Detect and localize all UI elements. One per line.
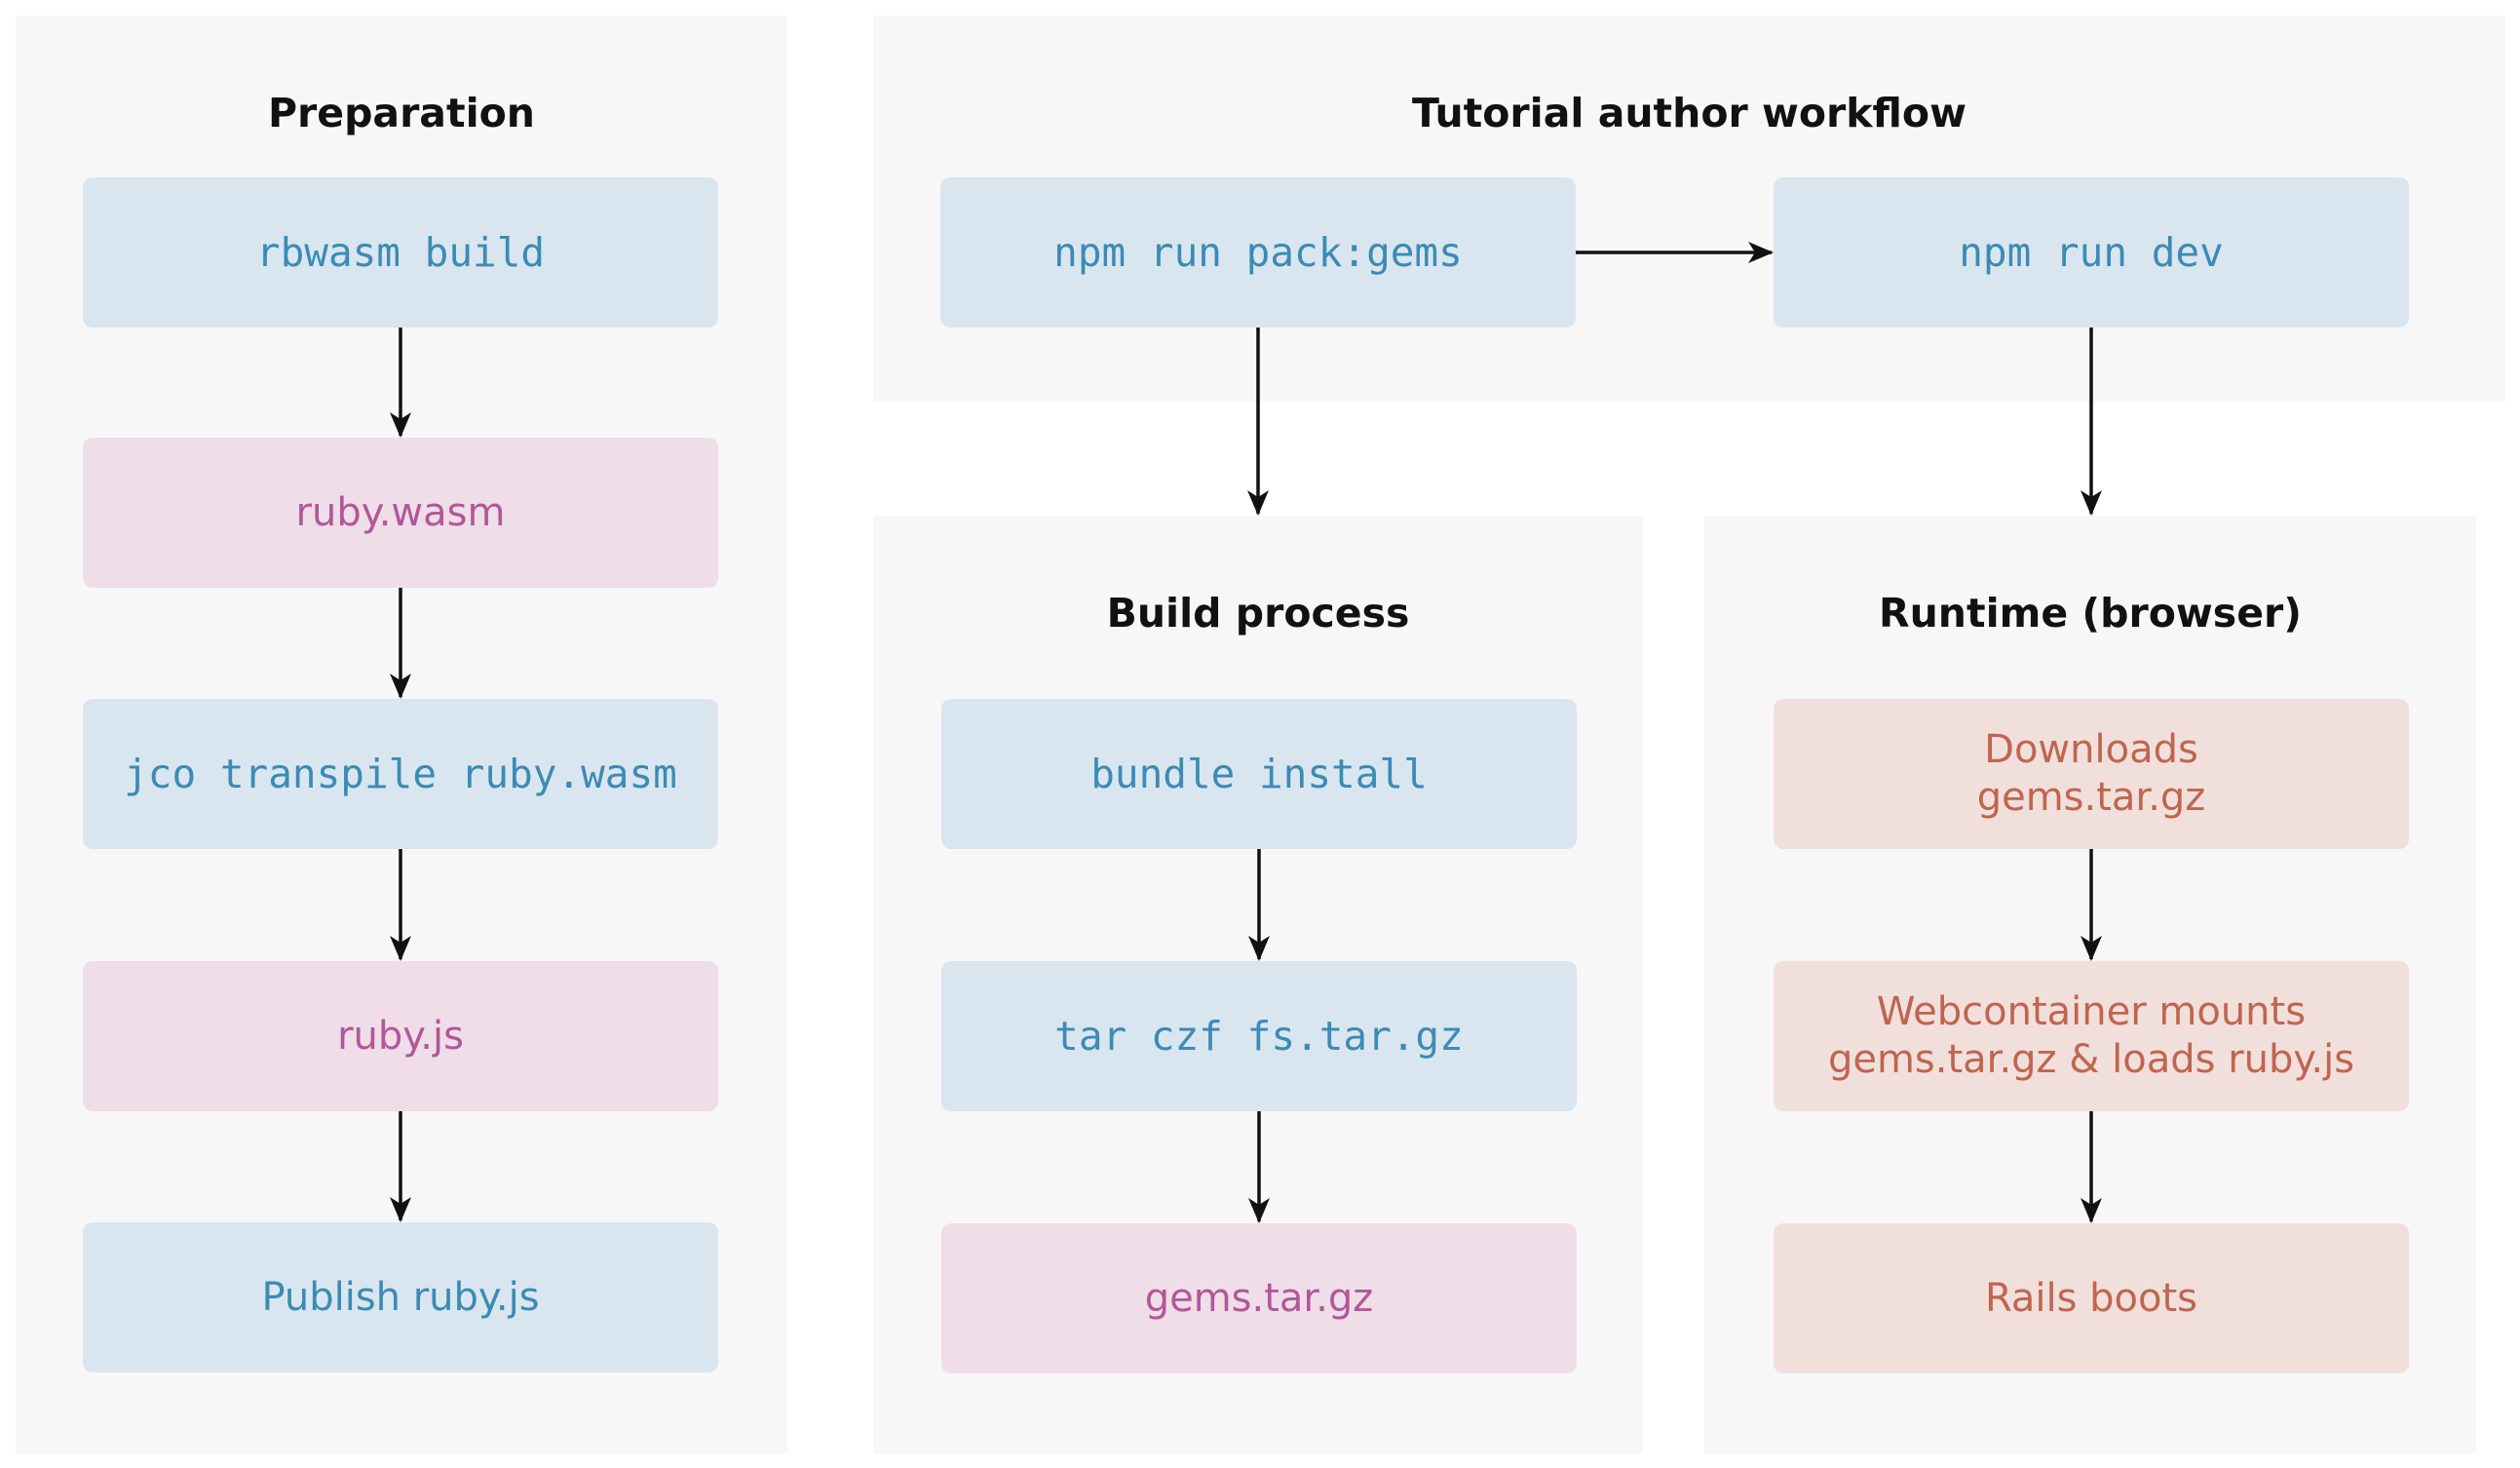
node-gems-tar-gz-label: gems.tar.gz: [1144, 1275, 1374, 1321]
node-webcontainer-mounts: Webcontainer mounts gems.tar.gz & loads …: [1774, 961, 2409, 1111]
node-bundle-install: bundle install: [941, 699, 1577, 849]
panel-title-build-process: Build process: [1106, 590, 1410, 637]
node-npm-run-pack-gems-label: npm run pack:gems: [1053, 228, 1463, 276]
node-rbwasm-build-label: rbwasm build: [255, 228, 546, 276]
node-ruby-js-label: ruby.js: [337, 1013, 464, 1059]
node-tar-czf-label: tar czf fs.tar.gz: [1054, 1012, 1464, 1060]
node-tar-czf: tar czf fs.tar.gz: [941, 961, 1577, 1111]
node-jco-transpile: jco transpile ruby.wasm: [83, 699, 718, 849]
node-downloads-gems-label: Downloads gems.tar.gz: [1976, 727, 2206, 820]
panel-title-runtime-browser: Runtime (browser): [1879, 590, 2302, 637]
node-gems-tar-gz: gems.tar.gz: [941, 1223, 1577, 1373]
node-rbwasm-build: rbwasm build: [83, 177, 718, 328]
node-ruby-wasm-label: ruby.wasm: [295, 489, 506, 535]
node-ruby-js: ruby.js: [83, 961, 718, 1111]
node-bundle-install-label: bundle install: [1090, 750, 1428, 797]
node-publish-ruby-js-label: Publish ruby.js: [261, 1274, 540, 1320]
node-ruby-wasm: ruby.wasm: [83, 438, 718, 588]
node-npm-run-dev-label: npm run dev: [1959, 228, 2224, 276]
node-downloads-gems: Downloads gems.tar.gz: [1774, 699, 2409, 849]
panel-title-preparation: Preparation: [268, 90, 535, 136]
node-webcontainer-mounts-label: Webcontainer mounts gems.tar.gz & loads …: [1827, 989, 2355, 1082]
node-rails-boots-label: Rails boots: [1984, 1275, 2198, 1321]
node-publish-ruby-js: Publish ruby.js: [83, 1222, 718, 1372]
node-jco-transpile-label: jco transpile ruby.wasm: [124, 750, 677, 797]
node-rails-boots: Rails boots: [1774, 1223, 2409, 1373]
node-npm-run-pack-gems: npm run pack:gems: [940, 177, 1576, 328]
panel-title-tutorial-author-workflow: Tutorial author workflow: [1412, 90, 1966, 136]
node-npm-run-dev: npm run dev: [1774, 177, 2409, 328]
